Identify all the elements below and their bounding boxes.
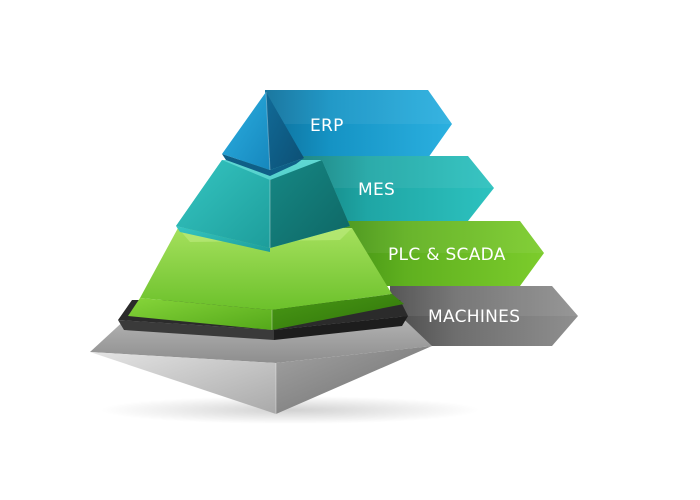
label-mes: MES bbox=[358, 180, 395, 200]
pyramid-shadow bbox=[100, 396, 480, 424]
label-erp: ERP bbox=[310, 116, 344, 136]
arrow-erp bbox=[265, 90, 452, 158]
arrow-mes bbox=[300, 156, 494, 221]
pyramid-layer-mes bbox=[176, 160, 350, 252]
arrow-machines bbox=[390, 286, 578, 346]
pyramid-layer-erp bbox=[222, 91, 304, 176]
label-plc-scada: PLC & SCADA bbox=[388, 245, 506, 265]
arrow-plc-scada bbox=[330, 221, 544, 286]
label-machines: MACHINES bbox=[428, 307, 520, 327]
